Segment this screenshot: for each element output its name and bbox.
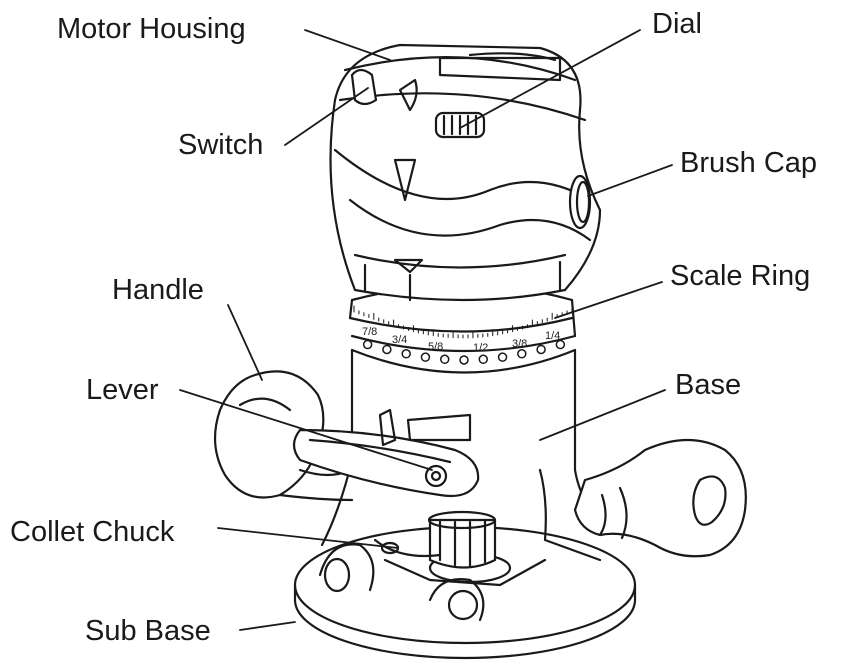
scale-ring-dot — [555, 339, 566, 350]
scale-ring: 7/8 3/4 5/8 1/2 3/8 1/4 — [348, 283, 577, 365]
label-scale-ring: Scale Ring — [670, 260, 811, 292]
leader-base — [539, 389, 666, 441]
label-handle: Handle — [112, 274, 204, 306]
scale-ring-dot — [362, 339, 373, 350]
scale-ring-dot — [478, 354, 489, 365]
leader-motor-housing — [304, 29, 391, 61]
label-base: Base — [675, 369, 742, 401]
label-dial: Dial — [652, 8, 702, 40]
speed-dial — [434, 111, 486, 139]
clamp-lever — [292, 408, 480, 498]
scale-ring-dot — [536, 344, 546, 355]
scale-mark-3-8: 3/8 — [512, 338, 527, 350]
leader-collet-chuck — [217, 527, 399, 549]
leader-scale-ring — [554, 281, 663, 319]
label-lever: Lever — [86, 374, 159, 406]
scale-ring-dot — [439, 354, 450, 365]
scale-ring-dot — [401, 349, 411, 359]
label-brush-cap: Brush Cap — [680, 147, 818, 179]
scale-ring-dot — [517, 349, 527, 359]
scale-mark-5-8: 5/8 — [428, 341, 443, 353]
leader-lines — [179, 29, 673, 631]
switch-knob — [350, 68, 378, 106]
label-motor-housing: Motor Housing — [57, 13, 246, 45]
leader-dial — [459, 29, 641, 129]
collet-chuck — [373, 510, 497, 569]
leader-brush-cap — [587, 164, 673, 197]
label-collet-chuck: Collet Chuck — [10, 516, 175, 548]
label-switch: Switch — [178, 129, 264, 161]
label-sub-base: Sub Base — [85, 615, 211, 647]
leader-sub-base — [239, 621, 296, 631]
right-handle — [573, 438, 747, 558]
brush-cap — [568, 174, 592, 230]
leader-switch — [284, 87, 369, 146]
motor-housing — [329, 43, 602, 302]
leader-lever — [179, 389, 433, 471]
scale-mark-7-8: 7/8 — [362, 326, 377, 338]
scale-ring-dot — [497, 352, 508, 362]
scale-mark-3-4: 3/4 — [392, 334, 407, 346]
scale-ring-dot — [382, 344, 392, 355]
scale-ring-dot — [459, 355, 469, 365]
left-handle — [213, 370, 354, 502]
sub-base — [293, 525, 637, 660]
scale-mark-1-2: 1/2 — [473, 342, 488, 354]
scale-ring-dot — [420, 352, 431, 362]
leader-handle — [227, 304, 263, 381]
scale-mark-1-4: 1/4 — [545, 330, 560, 342]
